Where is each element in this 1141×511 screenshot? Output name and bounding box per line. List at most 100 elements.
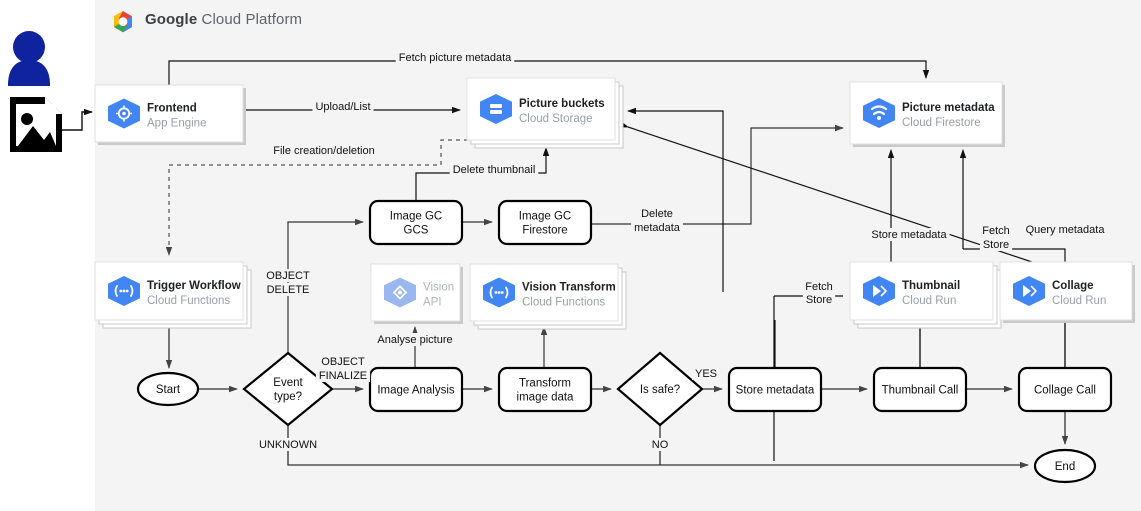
edge-label-text: File creation/deletion [273,145,375,157]
node-label-line1: Transform [519,378,571,390]
edge-thumbnail-store-to-buckets [627,107,724,292]
user-person-icon [8,31,50,86]
edge-label-chip [802,280,836,293]
decision-label-line1: Event [273,377,303,389]
edge-label-chip [312,100,374,113]
edge-label-text: Query metadata [1026,224,1106,236]
edge-label-chip [263,269,313,282]
edge-fetch-picture-metadata [168,60,930,85]
terminator-end[interactable]: End [1033,448,1097,484]
service-title: Thumbnail [902,280,960,292]
edge-label-chip [979,224,1013,237]
edge-label-chip [648,438,672,451]
edge-label-text: Analyse picture [377,334,452,346]
node-label: Collage Call [1034,385,1096,397]
service-subtitle: Cloud Firestore [902,117,981,129]
node-label: Store metadata [736,385,815,397]
service-title: Picture buckets [519,98,605,110]
page-title: Google Cloud Platform [145,11,302,28]
edge-label-chip [318,355,368,368]
edge-label-chip [270,144,378,157]
edge-label-text: YES [695,368,717,380]
edge-label-chip [374,333,456,346]
edge-label-text: Store metadata [871,229,947,241]
node-label-line2: Firestore [522,225,567,237]
edge-label-file-creation-deletion: File creation/deletion [270,144,378,157]
node-label-line1: Image GC [519,211,571,223]
decision-event-type[interactable]: Event type? [242,351,334,427]
edge-label-text: OBJECT [266,270,310,282]
edge-user-to-frontend [62,108,93,131]
service-title: Picture metadata [902,102,995,114]
process-node-image-gc-firestore[interactable]: Image GC Firestore [497,199,593,246]
terminator-label: Start [156,384,181,396]
edge-label-text: Store [806,294,832,306]
edge-label-chip [263,283,313,296]
edge-label-text: Delete [641,208,673,220]
edge-label-no: NO [648,438,672,451]
edge-label-object-delete-l1: OBJECT [263,269,313,282]
decision-is-safe[interactable]: Is safe? [616,351,704,427]
edge-label-chip [449,163,539,176]
node-label-line2: GCS [404,225,429,237]
process-node-image-analysis[interactable]: Image Analysis [368,366,464,413]
service-title: Frontend [147,103,197,115]
terminator-start[interactable]: Start [136,371,200,407]
edge-label-fetch-store-right-l2: Store [979,238,1013,251]
terminator-label: End [1055,461,1075,473]
service-title: Vision Transform [522,282,616,294]
edge-label-text: Upload/List [315,101,370,113]
service-subtitle: Cloud Run [902,295,956,307]
service-title: Trigger Workflow [147,280,241,292]
service-subtitle: Cloud Functions [147,295,230,307]
brand-bold: Google [145,11,198,28]
edge-object-delete [287,218,364,353]
edge-label-delete-metadata-l1: Delete [638,207,676,220]
service-subtitle: App Engine [147,118,206,130]
edge-label-text: OBJECT [321,356,365,368]
node-label-line2: image data [517,392,575,404]
service-subtitle: Cloud Functions [522,297,605,309]
process-node-thumbnail-call[interactable]: Thumbnail Call [872,366,968,413]
edge-label-unknown: UNKNOWN [255,438,321,451]
image-file-icon [10,97,62,152]
edge-label-query-metadata: Query metadata [1022,223,1108,236]
node-label: Image Analysis [377,385,455,397]
edge-label-text: Delete thumbnail [453,164,536,176]
edge-label-delete-metadata-l2: metadata [631,221,683,234]
edge-label-chip [315,369,371,382]
edge-label-fetch-store-left-l2: Store [802,293,836,306]
edge-label-text: Fetch [805,281,833,293]
edge-label-text: UNKNOWN [259,439,317,451]
edge-label-chip [979,238,1013,251]
edge-label-chip [395,51,515,64]
edge-label-text: FINALIZE [319,370,367,382]
brand-rest: Cloud Platform [197,11,303,28]
edge-label-text: metadata [634,222,681,234]
decision-label: Is safe? [640,384,680,396]
edge-label-analyse-picture: Analyse picture [374,333,456,346]
edge-label-text: Fetch picture metadata [399,52,512,64]
decision-label-line2: type? [274,391,302,403]
process-node-collage-call[interactable]: Collage Call [1017,366,1113,413]
edge-label-yes: YES [691,367,721,380]
process-node-store-metadata[interactable]: Store metadata [727,366,823,413]
edge-label-object-delete-l2: DELETE [263,283,313,296]
process-node-transform-image[interactable]: Transform image data [497,366,593,413]
edge-label-chip [1022,223,1108,236]
edge-buckets-to-collage-diagonal [619,121,1033,263]
edge-label-text: Fetch [982,225,1010,237]
google-cloud-logo [114,11,132,33]
edge-label-chip [255,438,321,451]
edge-label-fetch-store-left-l1: Fetch [802,280,836,293]
